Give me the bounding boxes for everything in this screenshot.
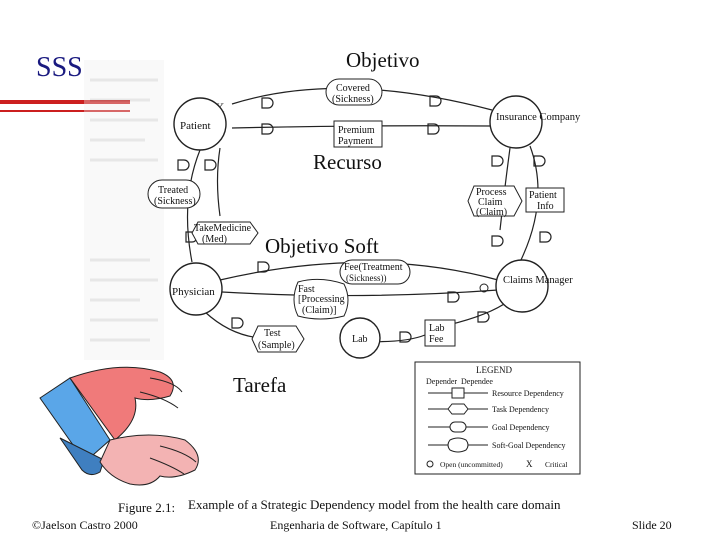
softgoal-fast-processing: Fast [Processing (Claim)] — [293, 278, 349, 320]
overlay-label-task: Tarefa — [233, 373, 287, 397]
svg-text:Lab: Lab — [352, 334, 368, 345]
figure-caption: Example of a Strategic Dependency model … — [188, 497, 561, 512]
svg-text:(Sample): (Sample) — [258, 340, 295, 351]
svg-text:Lab: Lab — [429, 323, 445, 334]
actor-claims-manager: Claims Manager — [495, 259, 573, 313]
svg-text:(Sickness): (Sickness) — [154, 196, 196, 207]
svg-text:Test: Test — [264, 328, 281, 339]
footer-copyright: ©Jaelson Castro 2000 — [32, 518, 138, 532]
open-marker — [479, 283, 489, 293]
actor-patient: Patient — [173, 97, 227, 151]
footer-course: Engenharia de Software, Capítulo 1 — [270, 518, 442, 532]
actor-patient-label: Patient — [180, 120, 211, 132]
legend-resource: Resource Dependency — [492, 389, 564, 398]
svg-text:(Sickness): (Sickness) — [332, 94, 374, 105]
legend-goal: Goal Dependency — [492, 423, 550, 432]
background-document-scan — [84, 60, 164, 360]
footer-slide-number: Slide 20 — [632, 518, 672, 532]
actor-physician: Physician — [169, 262, 223, 316]
svg-text:Treated: Treated — [158, 185, 188, 196]
legend-softgoal: Soft-Goal Dependency — [492, 441, 566, 450]
dependency-d-markers — [177, 95, 552, 343]
title-accent-bar — [0, 100, 130, 104]
legend-depender: Depender — [426, 377, 457, 386]
legend-critical-x: X — [526, 459, 533, 469]
actor-insurance-company: Insurance Company — [489, 95, 581, 149]
legend-title: LEGEND — [476, 365, 512, 375]
legend-task: Task Dependency — [492, 405, 549, 414]
actor-insurance-line1: Insurance Company — [496, 112, 581, 123]
svg-text:Premium: Premium — [338, 125, 375, 136]
actor-lab: Lab — [339, 317, 381, 359]
overlay-label-goal: Objetivo — [346, 48, 420, 72]
actor-insurance-label: Insurance Company — [496, 112, 581, 123]
overlay-label-resource: Recurso — [313, 150, 382, 174]
title-accent-bar-thin — [0, 110, 130, 112]
handshake-clipart — [39, 366, 199, 486]
legend-open: Open (uncommitted) — [440, 460, 503, 469]
svg-text:(Claim): (Claim) — [476, 207, 507, 218]
slide-title: SSS — [36, 52, 83, 83]
svg-text:(Sickness)): (Sickness)) — [346, 273, 387, 283]
svg-text:[Processing: [Processing — [298, 294, 345, 305]
overlay-label-softgoal: Objetivo Soft — [265, 234, 379, 258]
actor-physician-label: Physician — [172, 286, 215, 298]
svg-text:Claim: Claim — [478, 197, 503, 208]
svg-text:Patient: Patient — [529, 190, 557, 201]
goal-treated-sickness: Treated (Sickness) — [147, 179, 201, 209]
legend-critical: Critical — [545, 460, 568, 469]
svg-text:Fast: Fast — [298, 284, 315, 295]
svg-text:Payment: Payment — [338, 136, 373, 147]
diagram-legend: LEGEND Depender Dependee Resource Depend… — [414, 361, 581, 475]
goal-fee-treatment: Fee(Treatment (Sickness)) — [339, 259, 411, 285]
goal-covered-sickness: Covered (Sickness) — [325, 78, 383, 106]
resource-patient-info: Patient Info — [525, 187, 565, 213]
svg-text:Process: Process — [476, 187, 507, 198]
svg-text:TakeMedicine: TakeMedicine — [194, 223, 252, 234]
actor-claims-label: Claims Manager — [503, 275, 573, 286]
resource-lab-fee: Lab Fee — [424, 319, 456, 347]
task-process-claim: Process Claim (Claim) — [467, 185, 523, 218]
svg-text:Fee(Treatment: Fee(Treatment — [344, 262, 403, 273]
figure-caption-prefix: Figure 2.1: — [118, 500, 175, 515]
resource-premium-payment: Premium Payment — [333, 120, 383, 148]
legend-dependee: Dependee — [461, 377, 493, 386]
svg-text:Fee: Fee — [429, 334, 444, 345]
svg-text:Info: Info — [537, 201, 554, 212]
svg-text:(Claim)]: (Claim)] — [302, 305, 336, 316]
task-test-sample: Test (Sample) — [251, 325, 305, 353]
svg-text:(Med): (Med) — [202, 234, 227, 245]
svg-text:Covered: Covered — [336, 83, 370, 94]
task-take-medicine: TakeMedicine (Med) — [191, 221, 259, 245]
